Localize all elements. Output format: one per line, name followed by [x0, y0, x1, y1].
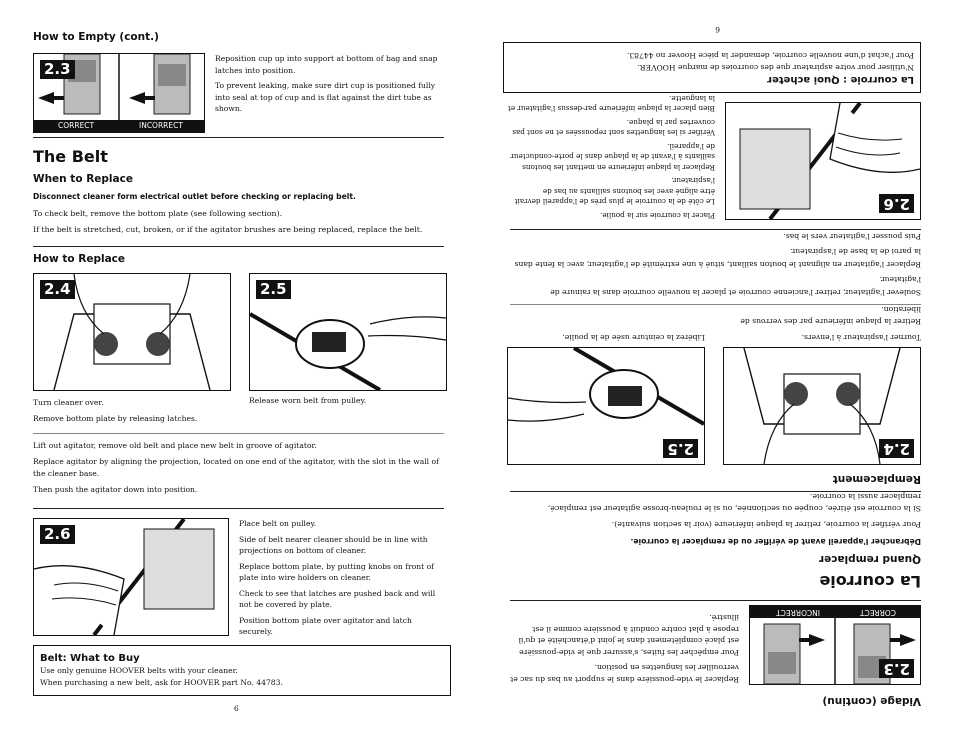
paragraph: Si la courroie est étirée, coupée ou sec… [547, 492, 921, 514]
paragraph: Side of belt nearer cleaner should be in… [239, 534, 428, 556]
caption-bar: CORRECT INCORRECT [34, 120, 204, 132]
divider [33, 433, 444, 434]
figure-label: 2.5 [256, 280, 291, 299]
figure-label: 2.4 [40, 280, 75, 299]
fig25-caption: Release worn belt from pulley. [249, 396, 367, 405]
right-page-french: Vidage (continu) 2.3 CORRECT INCORRECT R… [477, 0, 954, 738]
rotated-page-content: Vidage (continu) 2.3 CORRECT INCORRECT R… [477, 0, 954, 738]
fig26-text-fr: Placer la courroie sur la poulie. Le côt… [507, 93, 715, 220]
fig26-text: Place belt on pulley. Side of belt neare… [239, 518, 447, 638]
fig24-captions-fr: Tourner l'aspirateur à l'envers. Retirer… [721, 303, 921, 343]
divider [33, 246, 444, 247]
divider [510, 491, 921, 492]
caption-correct: CORRECT [58, 121, 95, 130]
paragraph: Soulever l'agitateur, retirer l'ancienne… [550, 275, 921, 298]
figure-2-6: 2.6 [33, 518, 229, 636]
figure-2-5: 2.5 [249, 273, 447, 391]
paragraph: Then push the agitator down into positio… [33, 484, 198, 494]
buy-box-heading: Belt: What to Buy [40, 653, 140, 664]
caption-bar: CORRECT INCORRECT [750, 606, 920, 618]
figure-2-4: 2.4 [33, 273, 231, 391]
figure-2-4-fr: 2.4 [723, 347, 921, 465]
divider [33, 137, 444, 138]
fig25-caption-fr: Libérez la ceinture usée de la poulie. [562, 333, 705, 342]
figure-2-6-fr: 2.6 [725, 102, 921, 220]
section-header-vidage: Vidage (continu) [822, 695, 921, 707]
belt-buy-box: Belt: What to Buy Use only genuine HOOVE… [33, 645, 451, 696]
figure-label: 2.3 [879, 659, 914, 678]
belt-on-pulley-illustration [739, 103, 920, 219]
warning-text: Disconnect cleaner form electrical outle… [33, 192, 356, 201]
section-header-empty: How to Empty (cont.) [33, 31, 159, 43]
paragraph: Place belt on pulley. [239, 519, 317, 528]
figure-2-3-fr: 2.3 CORRECT INCORRECT [749, 605, 921, 685]
belt-title-fr: La courroie [819, 572, 921, 591]
when-to-replace-text-fr: Pour vérifier la courroie, retirer la pl… [509, 490, 921, 531]
figure-label: 2.3 [40, 60, 75, 79]
paragraph: Puis pousser l'agitateur vers le bas. [783, 232, 921, 241]
caption-incorrect: INCORRECT [776, 608, 820, 617]
fig23-text: Reposition cup up into support at bottom… [215, 53, 445, 115]
agitator-text: Lift out agitator, remove old belt and p… [33, 440, 445, 496]
page-number: 6 [715, 25, 720, 34]
paragraph: Pour vérifier la courroie, retirer la pl… [611, 520, 921, 529]
buy-box-line: N'utiliser pour votre aspirateur que des… [637, 63, 914, 72]
paragraph: Reposition cup up into support at bottom… [215, 54, 438, 75]
pulley-illustration [508, 348, 704, 426]
when-to-replace-heading-fr: Quand remplacer [818, 553, 921, 565]
buy-box-line: Pour l'achat d'une nouvelle courroie, de… [626, 51, 914, 61]
left-page-english: How to Empty (cont.) 2.3 CORRECT INCORRE… [33, 31, 451, 713]
when-to-replace-text: To check belt, remove the bottom plate (… [33, 208, 445, 236]
divider [510, 304, 921, 305]
belt-on-pulley-illustration [34, 519, 215, 635]
paragraph: If the belt is stretched, cut, broken, o… [33, 224, 423, 234]
figure-2-5-fr: 2.5 [507, 347, 705, 465]
paragraph: Lift out agitator, remove old belt and p… [33, 441, 317, 450]
bottom-plate-illustration [53, 274, 211, 390]
how-to-replace-heading: How to Replace [33, 253, 125, 265]
buy-box-line: Use only genuine HOOVER belts with your … [40, 666, 238, 675]
paragraph: To prevent leaking, make sure dirt cup i… [215, 81, 436, 113]
caption: Retirer la plaque inférieure par des ver… [740, 305, 921, 326]
paragraph: Replace bottom plate, by putting knobs o… [239, 561, 434, 583]
paragraph: Replace agitator by aligning the project… [33, 456, 439, 479]
paragraph: Replacer l'agitateur en alignant le bout… [514, 247, 921, 270]
fig24-captions: Turn cleaner over. Remove bottom plate b… [33, 395, 233, 427]
figure-label: 2.6 [40, 525, 75, 544]
buy-box-heading: La courroie : Quoi acheter [767, 74, 914, 85]
figure-label: 2.4 [879, 439, 914, 458]
paragraph: Placer la courroie sur la poulie. [600, 211, 715, 220]
paragraph: Pour empêcher les fuites, s'assurer que … [518, 613, 739, 658]
divider [510, 229, 921, 230]
buy-box-line: When purchasing a new belt, ask for HOOV… [40, 677, 283, 687]
caption: Remove bottom plate by releasing latches… [33, 414, 198, 423]
figure-label: 2.6 [879, 194, 914, 213]
when-to-replace-heading: When to Replace [33, 173, 133, 185]
fig23-text-fr: Replacer le vide-poussière dans le suppo… [509, 612, 739, 685]
caption: Turn cleaner over. [33, 398, 104, 407]
figure-label: 2.5 [663, 439, 698, 458]
agitator-text-fr: Soulever l'agitateur, retirer l'ancienne… [509, 230, 921, 299]
paragraph: Check to see that latches are pushed bac… [239, 588, 436, 610]
divider [33, 508, 444, 509]
warning-text-fr: Débrancher l'appareil avant de vérifier … [630, 537, 921, 546]
paragraph: Replacer le vide-poussière dans le suppo… [510, 663, 739, 685]
paragraph: To check belt, remove the bottom plate (… [33, 209, 283, 218]
divider [510, 600, 921, 601]
pulley-illustration [250, 312, 446, 390]
caption-correct: CORRECT [859, 608, 896, 617]
bottom-plate-illustration [743, 348, 901, 464]
page-number: 6 [234, 704, 239, 713]
figure-2-3: 2.3 CORRECT INCORRECT [33, 53, 205, 133]
caption: Tourner l'aspirateur à l'envers. [801, 333, 921, 342]
paragraph: Le côté de la courroie le plus près de l… [514, 176, 715, 207]
belt-title: The Belt [33, 147, 108, 166]
paragraph: Replacer la plaque inférieure en mettant… [510, 142, 715, 172]
paragraph: Vérifier si les languettes sont repoussé… [512, 118, 715, 138]
belt-buy-box-fr: La courroie : Quoi acheter N'utiliser po… [503, 42, 921, 93]
how-to-replace-heading-fr: Remplacement [832, 473, 921, 485]
caption-incorrect: INCORRECT [139, 121, 183, 130]
paragraph: Bien placer la plaque inférieure par-des… [507, 94, 715, 114]
paragraph: Position bottom plate over agitator and … [239, 615, 412, 637]
